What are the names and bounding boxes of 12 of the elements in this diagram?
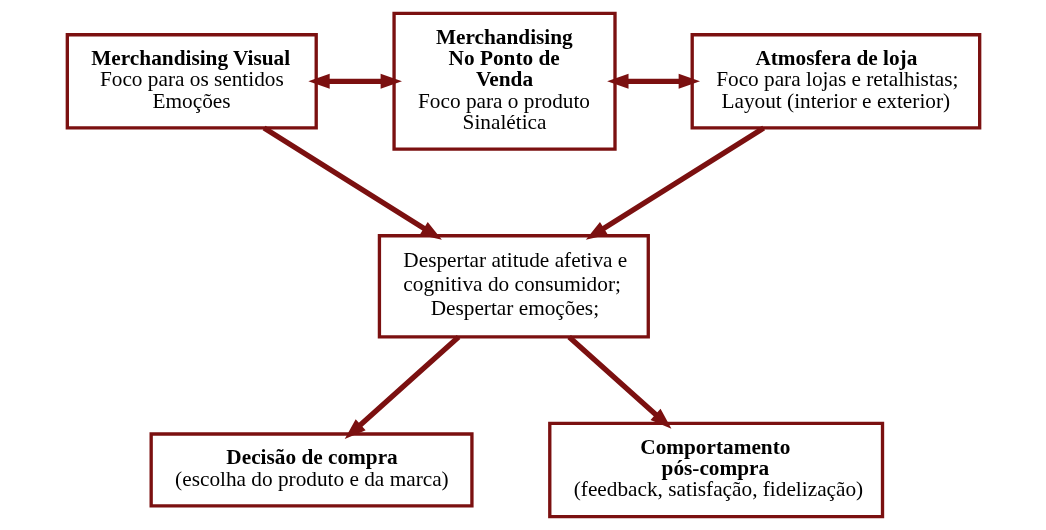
arrow [566,335,671,429]
arrow [262,125,442,240]
node-box: Decisão de compra (escolha do produto e da marca) [149,432,474,508]
node-box: Merchandising No Ponto de Venda Foco para o produto Sinalética [391,11,617,151]
arrow [606,73,700,89]
arrow [585,125,765,240]
arrow [307,73,402,89]
node-box: Despertar atitude afetiva e cognitiva do consumidor; Despertar emoções; [377,234,650,339]
arrow [344,335,460,439]
node-box: Comportamento pós-compra (feedback, satisfação, fidelização) [547,421,884,519]
node-box: Atmosfera de loja Foco para lojas e retalhistas; Layout (interior e exterior) [690,33,981,130]
node-box: Merchandising Visual Foco para os sentidos Emoções [65,33,318,130]
